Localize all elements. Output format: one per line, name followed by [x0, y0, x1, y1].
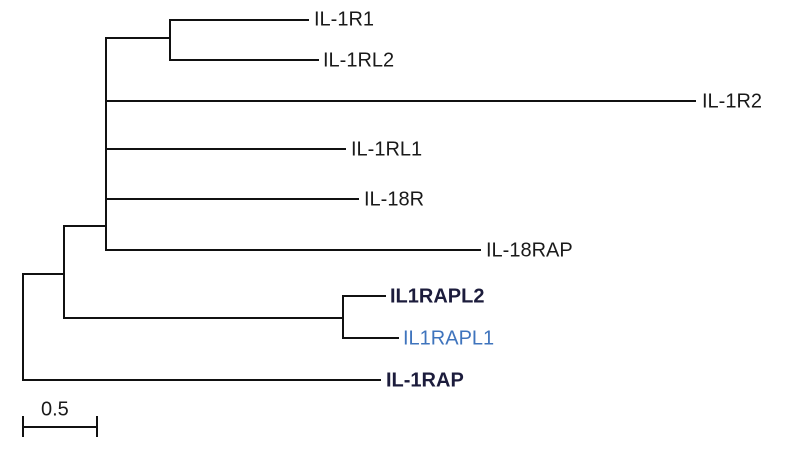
- leaf-label-il1rapl1: IL1RAPL1: [403, 327, 494, 349]
- branch-node-main: [63, 225, 344, 319]
- branch-il1rapl-clade: [342, 295, 399, 339]
- leaf-label-il-1rap: IL-1RAP: [386, 369, 464, 391]
- leaf-label-il-18rap: IL-18RAP: [486, 239, 573, 261]
- branch-root: [22, 273, 381, 381]
- leaf-label-il-1rl1: IL-1RL1: [351, 138, 422, 160]
- scale-bar: [22, 416, 98, 437]
- leaf-label-il-18r: IL-18R: [364, 188, 424, 210]
- leaf-label-il1rapl2: IL1RAPL2: [390, 285, 484, 307]
- leaf-label-il-1r1: IL-1R1: [314, 8, 374, 30]
- leaf-label-il-1rl2: IL-1RL2: [323, 49, 394, 71]
- branch-polytomy: [105, 37, 696, 251]
- leaf-label-il-1r2: IL-1R2: [702, 90, 762, 112]
- scale-bar-label: 0.5: [41, 398, 69, 420]
- branch-il1r1-clade: [169, 19, 319, 61]
